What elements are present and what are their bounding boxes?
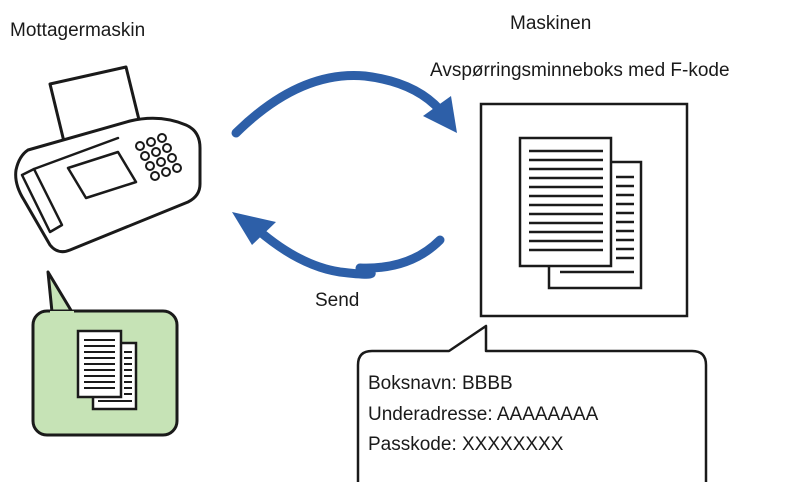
info-bubble <box>356 324 708 482</box>
box-name-text: Boksnavn: BBBB <box>368 373 513 394</box>
fax-machine-icon <box>14 65 202 254</box>
sub-address-text: Underadresse: AAAAAAAA <box>368 404 599 425</box>
request-arrow <box>231 70 457 138</box>
send-label: Send <box>315 290 360 311</box>
box-type-label: Avspørringsminneboks med F-kode <box>430 60 730 81</box>
send-arrow <box>232 212 445 279</box>
received-document-stack-icon <box>76 329 138 411</box>
stored-document-stack-icon <box>518 136 643 290</box>
machine-label: Maskinen <box>510 13 592 34</box>
receiver-label: Mottagermaskin <box>10 20 146 41</box>
passcode-text: Passkode: XXXXXXXX <box>368 434 564 455</box>
